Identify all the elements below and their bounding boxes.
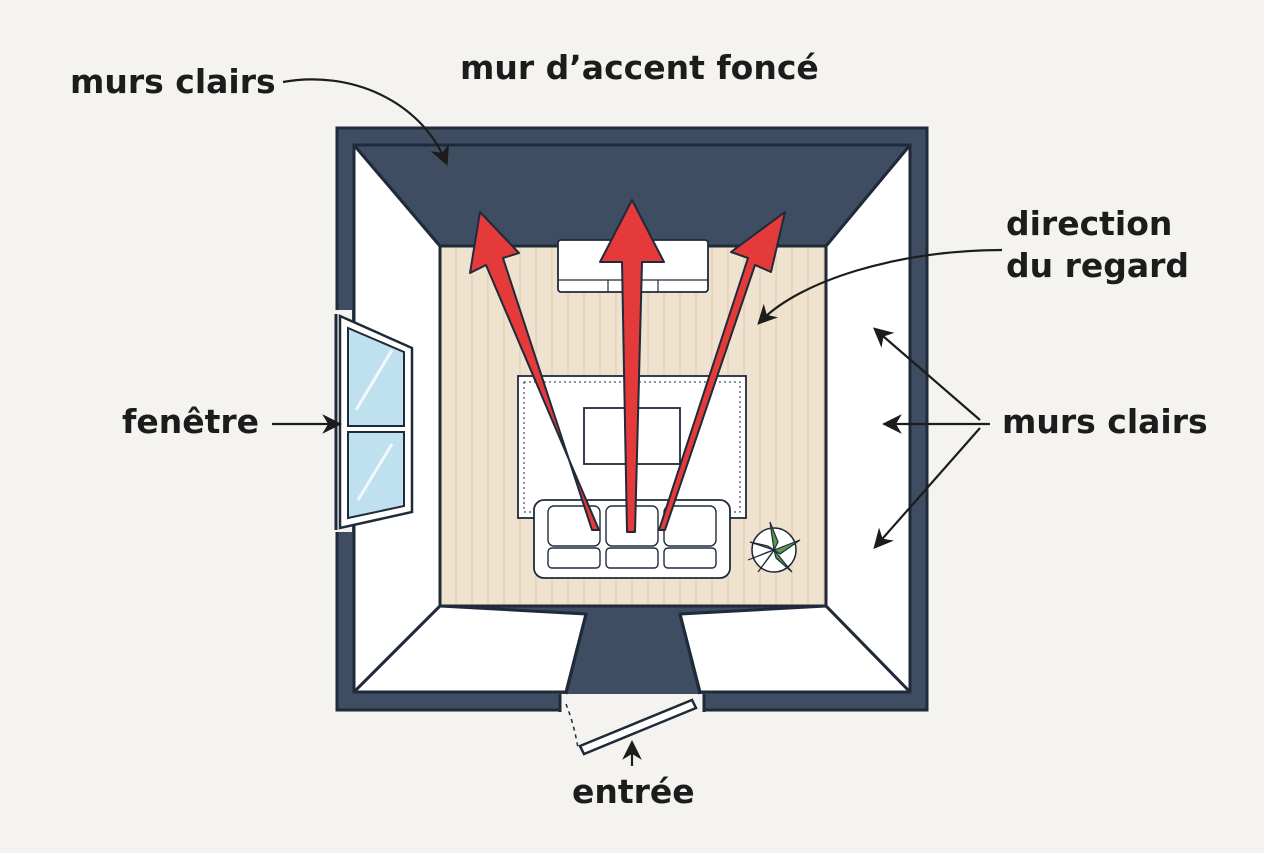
entrance-door	[578, 698, 698, 756]
label-window: fenêtre	[122, 402, 260, 441]
label-accent-wall: mur d’accent foncé	[460, 48, 819, 87]
gaze-arrow-center	[599, 199, 665, 533]
label-gaze-direction-line1: direction	[1006, 204, 1173, 243]
door-opening	[560, 694, 704, 712]
window	[330, 310, 414, 532]
arrow-light-walls-right-3	[873, 427, 981, 549]
arrow-gaze-direction	[757, 248, 1003, 325]
label-gaze-direction-line2: du regard	[1006, 246, 1190, 285]
plant-icon	[747, 521, 801, 573]
label-light-walls-top: murs clairs	[70, 62, 276, 101]
arrow-light-walls-right-1	[873, 327, 981, 421]
gaze-arrow-left	[469, 211, 600, 531]
label-light-walls-right: murs clairs	[1002, 402, 1208, 441]
label-entrance: entrée	[572, 772, 695, 811]
arrow-light-walls-top	[282, 78, 449, 166]
gaze-arrows	[469, 199, 786, 533]
annotation-arrows	[272, 78, 1003, 766]
gaze-arrow-right	[658, 211, 786, 531]
